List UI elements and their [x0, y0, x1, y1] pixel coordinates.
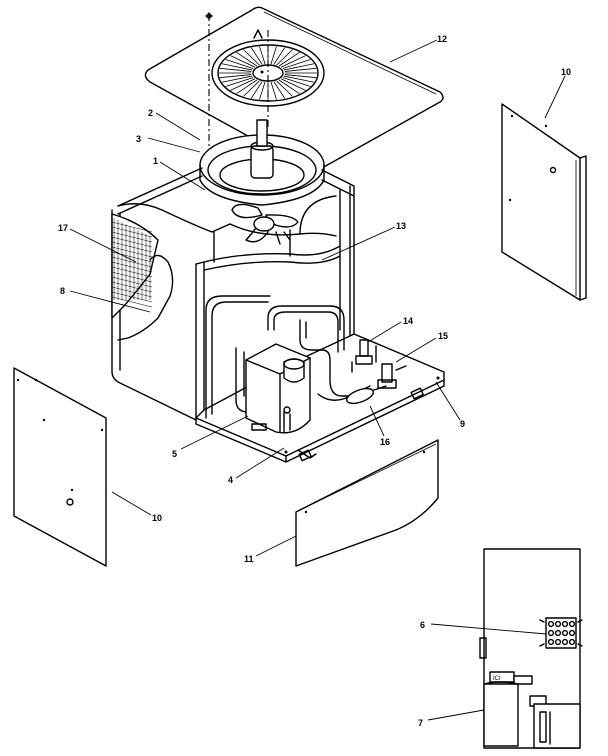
grille-spoke: [280, 55, 306, 68]
coil-tube: [111, 236, 153, 248]
liquid-valve: [377, 363, 407, 389]
grille-spoke: [283, 75, 315, 83]
callout-7: 7: [418, 718, 423, 728]
left-side-panel: [13, 367, 107, 567]
base-pan: [195, 333, 445, 463]
grille-spoke: [221, 63, 253, 71]
grille-spoke: [284, 67, 317, 72]
coil-tube: [111, 231, 153, 243]
grille-spoke: [225, 77, 254, 87]
callout-13: 13: [396, 221, 406, 231]
callout-15: 15: [438, 331, 448, 341]
callout-labels: 12 10 2 3 1 13 17 8 14 15 16 9 5 4 10 11…: [58, 34, 571, 728]
front-access-panel: [295, 439, 439, 567]
coil-tube: [111, 296, 153, 308]
center-axis: [205, 12, 269, 150]
grille-spoke: [243, 49, 260, 66]
callout-5: 5: [172, 449, 177, 459]
fan-motor: [250, 119, 274, 179]
leader-lines: [69, 39, 566, 721]
contactor-terminal: [561, 638, 569, 646]
coil-tube: [111, 221, 153, 233]
contactor-terminal: [547, 620, 555, 628]
grille-spoke: [273, 47, 286, 65]
grille-spoke: [230, 55, 256, 68]
callout-3: 3: [136, 134, 141, 144]
coil-tube: [111, 256, 153, 268]
contactor-terminal: [568, 620, 576, 628]
control-box: ICI: [479, 548, 581, 749]
contactor-terminal: [547, 638, 555, 646]
coil-tube: [111, 286, 153, 298]
grille-spoke: [278, 79, 300, 95]
callout-6: 6: [420, 620, 425, 630]
grille-spoke: [225, 59, 254, 69]
contactor-terminal: [554, 629, 562, 637]
grille-spoke: [283, 63, 315, 71]
callout-12: 12: [437, 34, 447, 44]
grille-spoke: [259, 46, 266, 65]
grille-spoke: [270, 46, 277, 65]
fan-blade: [231, 203, 299, 245]
coil-tube: [111, 271, 153, 283]
coil-tube: [111, 246, 153, 258]
grille-spoke: [221, 75, 253, 83]
contactor-terminal: [547, 629, 555, 637]
coil-tube: [111, 281, 153, 293]
callout-17: 17: [58, 223, 68, 233]
grille-spoke: [276, 80, 293, 97]
coil-tube: [111, 261, 153, 273]
contactor-terminal: [561, 629, 569, 637]
grille-spoke: [280, 78, 306, 91]
contactor: [539, 617, 583, 649]
callout-8: 8: [60, 286, 65, 296]
callout-16: 16: [380, 437, 390, 447]
grille-spoke: [278, 51, 300, 67]
right-side-panel: [501, 103, 587, 301]
contactor-terminal: [554, 638, 562, 646]
grille-spoke: [282, 77, 311, 87]
callout-2: 2: [148, 108, 153, 118]
contactor-terminal: [568, 638, 576, 646]
callout-11: 11: [244, 554, 254, 564]
grille-spoke: [259, 81, 266, 100]
contactor-terminal: [554, 620, 562, 628]
contactor-terminal: [561, 620, 569, 628]
grille-spoke: [219, 67, 252, 72]
grille-spoke: [276, 49, 293, 66]
condenser-coil-left: [111, 213, 174, 341]
coil-tube: [111, 276, 153, 288]
coil-tube: [111, 266, 153, 278]
callout-4: 4: [228, 475, 233, 485]
grille-spoke: [230, 78, 256, 91]
service-valve: [351, 339, 377, 373]
control-box-label: ICI: [493, 676, 501, 682]
grille-spoke: [273, 81, 286, 99]
grille-spoke: [219, 74, 252, 79]
grille-spoke: [270, 81, 277, 100]
coil-tube: [111, 226, 153, 238]
callout-1: 1: [153, 156, 158, 166]
coil-tube: [111, 241, 153, 253]
callout-10-top: 10: [561, 67, 571, 77]
compressor: [245, 343, 311, 434]
grille-spoke: [236, 51, 258, 67]
contactor-terminal: [568, 629, 576, 637]
grille-spoke: [236, 79, 258, 95]
filter-drier: [345, 385, 387, 405]
coil-tube: [111, 291, 153, 303]
grille-spoke: [243, 80, 260, 97]
cabinet-frame: [111, 167, 355, 421]
callout-14: 14: [403, 316, 413, 326]
callout-9: 9: [460, 419, 465, 429]
grille-spoke: [284, 74, 317, 79]
grille-spoke: [250, 81, 263, 99]
grille-spoke: [250, 47, 263, 65]
callout-10-left: 10: [152, 513, 162, 523]
grille-spoke: [282, 59, 311, 69]
